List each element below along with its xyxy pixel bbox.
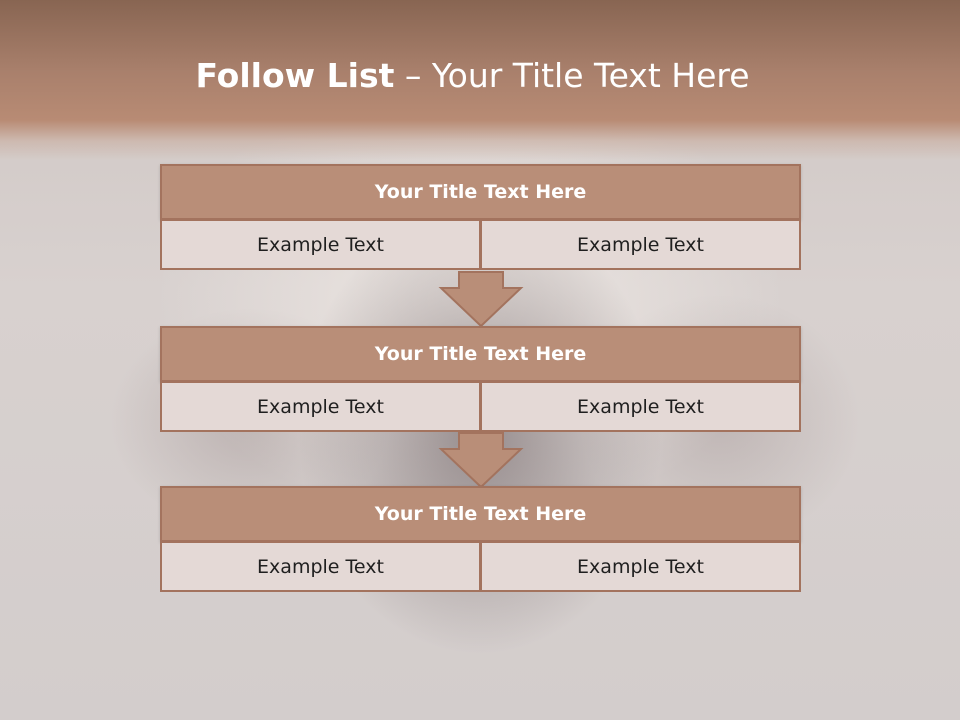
block-title: Your Title Text Here [160,164,801,220]
down-arrow-icon [438,432,524,489]
block-cell-left: Example Text [160,382,481,432]
block-row: Example Text Example Text [160,220,801,270]
down-arrow-icon [438,271,524,328]
slide-title-rest: Your Title Text Here [431,56,750,95]
block-cell-right: Example Text [481,542,801,592]
slide-title-bold: Follow List [195,56,395,95]
slide-title-separator: – [404,56,422,95]
header-band [0,0,960,160]
block-cell-left: Example Text [160,542,481,592]
list-block-2: Your Title Text Here Example Text Exampl… [160,326,801,432]
block-row: Example Text Example Text [160,542,801,592]
block-title: Your Title Text Here [160,486,801,542]
list-block-1: Your Title Text Here Example Text Exampl… [160,164,801,270]
block-cell-right: Example Text [481,220,801,270]
block-row: Example Text Example Text [160,382,801,432]
block-title: Your Title Text Here [160,326,801,382]
block-cell-left: Example Text [160,220,481,270]
block-cell-right: Example Text [481,382,801,432]
slide-title: Follow List – Your Title Text Here [0,54,945,98]
list-block-3: Your Title Text Here Example Text Exampl… [160,486,801,592]
